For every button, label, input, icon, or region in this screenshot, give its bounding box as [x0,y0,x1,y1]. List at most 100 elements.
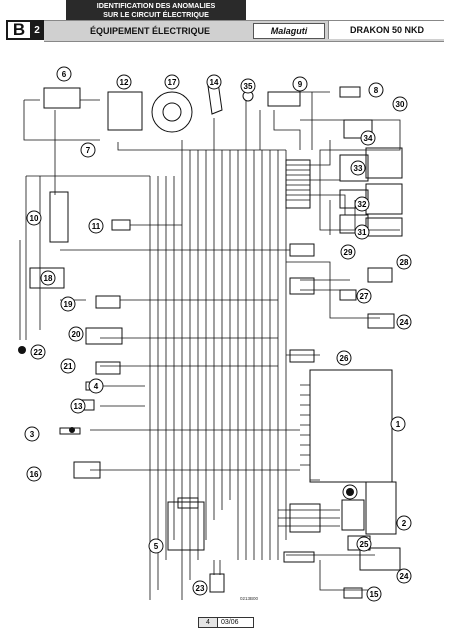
callout-label: 27 [360,292,369,301]
callout-label: 20 [72,330,81,339]
callout-circle [354,196,370,212]
callout-17: 17 [164,74,180,90]
callout-circle [396,515,412,531]
callout-label: 28 [400,258,409,267]
callout-label: 31 [358,228,367,237]
callout-label: 29 [344,248,353,257]
callout-circle [390,416,406,432]
callout-circle [40,270,56,286]
callout-label: 26 [340,354,349,363]
callout-7: 7 [80,142,96,158]
callout-label: 25 [360,540,369,549]
callout-label: 6 [62,70,67,79]
callout-27: 27 [356,288,372,304]
callout-circle [116,74,132,90]
callout-circle [26,466,42,482]
callout-circle [340,244,356,260]
callout-label: 3 [30,430,35,439]
callout-circle [350,160,366,176]
callout-circle [396,254,412,270]
callout-label: 11 [92,222,101,231]
callout-label: 15 [370,590,379,599]
callout-33: 33 [350,160,366,176]
chapter-title: IDENTIFICATION DES ANOMALIES SUR LE CIRC… [66,0,246,21]
callout-24: 24 [396,568,412,584]
callout-3: 3 [24,426,40,442]
callout-label: 19 [64,300,73,309]
callout-circle [30,344,46,360]
footer-date: 03/06 [221,619,239,626]
callout-circle [148,538,164,554]
callout-label: 1 [396,420,401,429]
callout-label: 33 [354,164,363,173]
callout-label: 12 [120,78,129,87]
callout-circle [24,426,40,442]
callout-1: 1 [390,416,406,432]
callout-22: 22 [30,344,46,360]
section-tab: B 2 [6,20,44,40]
callout-circle [336,350,352,366]
page-number: 4 [199,618,218,627]
callout-circle [240,78,256,94]
page-header: B 2 IDENTIFICATION DES ANOMALIES SUR LE … [0,0,452,42]
model-name: DRAKON 50 NKD [328,21,445,39]
callout-label: 18 [44,274,53,283]
callout-label: 2 [402,519,407,528]
callout-24: 24 [396,314,412,330]
callout-label: 32 [358,200,367,209]
callout-12: 12 [116,74,132,90]
callout-11: 11 [88,218,104,234]
callout-30: 30 [392,96,408,112]
callout-label: 14 [210,78,219,87]
callout-label: 30 [396,100,405,109]
callout-label: 24 [400,318,409,327]
callout-circle [206,74,222,90]
callout-circle [60,296,76,312]
callout-18: 18 [40,270,56,286]
callout-10: 10 [26,210,42,226]
callout-23: 23 [192,580,208,596]
callout-8: 8 [368,82,384,98]
callout-circle [164,74,180,90]
callout-label: 13 [74,402,83,411]
callout-circle [396,568,412,584]
callout-32: 32 [354,196,370,212]
callout-16: 16 [26,466,42,482]
brand-logo: Malaguti [253,23,325,39]
callout-19: 19 [60,296,76,312]
callout-2: 2 [396,515,412,531]
callout-label: 24 [400,572,409,581]
callout-circle [354,224,370,240]
callout-35: 35 [240,78,256,94]
callout-circle [356,536,372,552]
callout-circle [88,378,104,394]
callout-circle [88,218,104,234]
callout-20: 20 [68,326,84,342]
callout-circle [192,580,208,596]
callout-25: 25 [356,536,372,552]
callout-label: 5 [154,542,159,551]
chapter-title-line2: SUR LE CIRCUIT ÉLECTRIQUE [103,10,209,19]
callout-label: 21 [64,362,73,371]
callout-circle [60,358,76,374]
callout-label: 35 [244,82,253,91]
chapter-title-line1: IDENTIFICATION DES ANOMALIES [96,1,216,10]
callout-5: 5 [148,538,164,554]
callout-label: 34 [364,134,373,143]
callout-label: 7 [86,146,91,155]
callout-label: 22 [34,348,43,357]
callout-circle [360,130,376,146]
callout-14: 14 [206,74,222,90]
callout-circle [356,288,372,304]
callout-9: 9 [292,76,308,92]
callout-label: 10 [30,214,39,223]
reference-code: 0213B00 [240,596,259,601]
callout-label: 23 [196,584,205,593]
callout-label: 17 [168,78,177,87]
callout-13: 13 [70,398,86,414]
callout-29: 29 [340,244,356,260]
callout-circle [56,66,72,82]
callout-circle [80,142,96,158]
